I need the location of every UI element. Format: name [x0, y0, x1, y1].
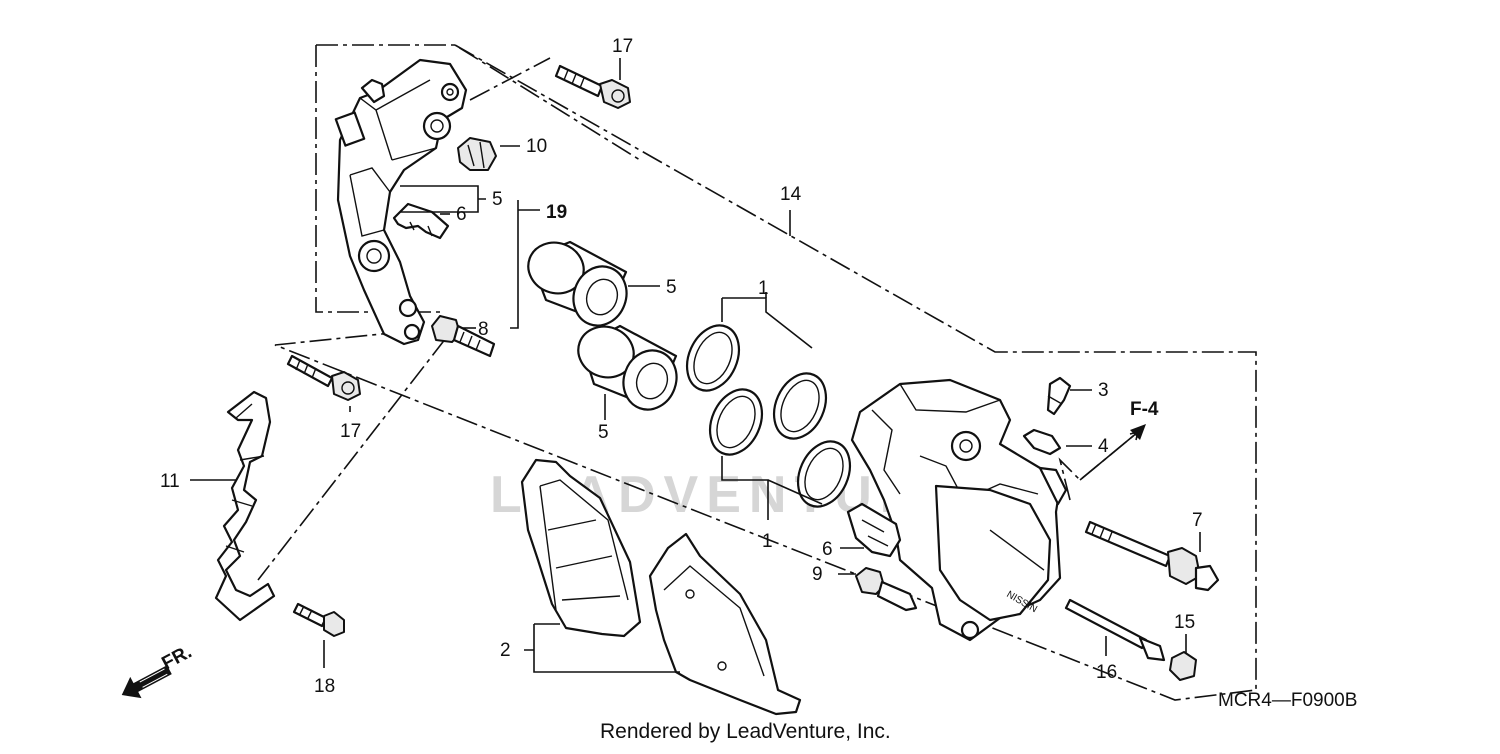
part-8-retainer-clip — [392, 202, 450, 240]
callout-17-lower: 17 — [340, 421, 361, 442]
callout-13: 11 — [160, 471, 180, 492]
part-1-seal-set — [685, 324, 852, 508]
footer-credit: Rendered by LeadVenture, Inc. — [600, 720, 891, 743]
part-2-brake-pad-inner — [520, 458, 642, 638]
part-13-pad-spring — [214, 390, 276, 622]
callout-4: 4 — [1098, 436, 1109, 457]
callout-15: 15 — [1174, 612, 1195, 633]
leader-lines — [190, 58, 1201, 673]
callout-10: 8 — [478, 319, 489, 340]
front-direction-arrow — [121, 665, 172, 699]
callout-5-lower: 5 — [598, 422, 609, 443]
caliper-bracket — [334, 58, 468, 346]
f4-arrowhead — [1130, 424, 1146, 440]
callout-12: 10 — [526, 136, 547, 157]
part-5-piston-upper — [527, 240, 628, 327]
callout-11: 9 — [812, 564, 823, 585]
f4-reference-label: F-4 — [1130, 399, 1159, 420]
part-3-bleed-valve — [1046, 376, 1072, 416]
callout-2: 2 — [500, 640, 511, 661]
callout-19: 19 — [546, 202, 567, 223]
callout-5-upper: 5 — [666, 277, 677, 298]
part-2-brake-pad-outer — [648, 532, 802, 716]
callout-18: 18 — [314, 676, 335, 697]
caliper-assembly-boundary — [274, 44, 1257, 701]
part-15-plug — [1169, 651, 1197, 681]
part-11-bleeder — [855, 567, 918, 612]
part-17-upper-bolt — [554, 64, 631, 109]
part-5-piston-lower — [577, 324, 678, 411]
callout-16: 16 — [1096, 662, 1117, 683]
diagram-code: MCR4—F0900B — [1218, 690, 1357, 711]
callout-1-lower: 1 — [762, 531, 773, 552]
part-16-pad-pin — [1064, 598, 1166, 662]
callout-17-upper: 17 — [612, 36, 633, 57]
part-12-boot — [457, 137, 497, 171]
callout-7: 5 — [492, 189, 503, 210]
callout-8: 6 — [456, 204, 467, 225]
callout-6: 6 — [822, 539, 833, 560]
part-6-pad-retainer — [846, 502, 902, 558]
callout-9: 7 — [1192, 510, 1203, 531]
f4-leader-dash — [1058, 431, 1139, 501]
callout-3: 3 — [1098, 380, 1109, 401]
part-4-bleed-cap — [1022, 428, 1062, 456]
pin-leader-dash — [257, 337, 447, 581]
caliper-body: NISSIN — [850, 378, 1068, 642]
bolt17-leader-dash — [469, 57, 551, 101]
callout-14: 14 — [780, 184, 802, 205]
part-18-bolt — [292, 602, 345, 637]
part-9-pin-bolt — [1084, 520, 1220, 592]
callout-1-upper: 1 — [758, 278, 769, 299]
part-10-pin-bolt — [431, 315, 496, 358]
part-17-lower-bolt — [286, 354, 361, 401]
